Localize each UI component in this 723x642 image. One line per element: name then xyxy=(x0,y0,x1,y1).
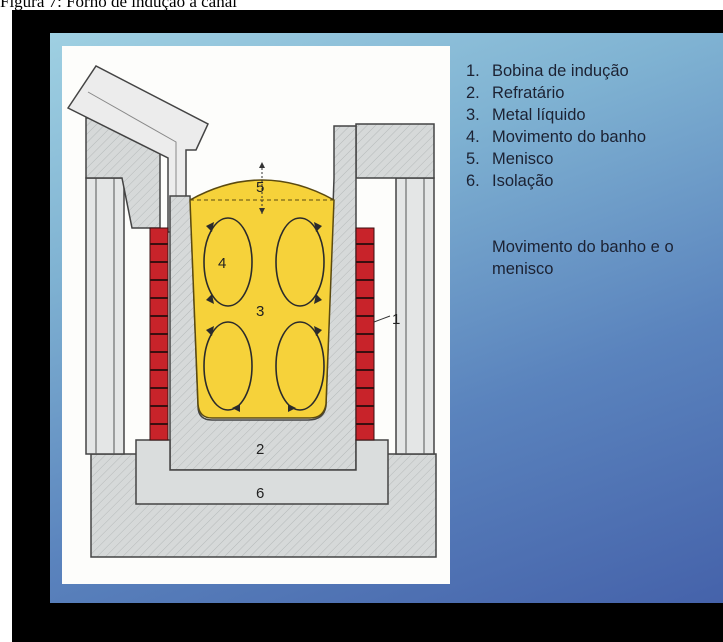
liquid-metal xyxy=(189,179,335,419)
legend-item: 1.Bobina de indução xyxy=(466,62,629,80)
flow-loop-top-left xyxy=(203,217,253,307)
flow-arrow xyxy=(232,404,240,412)
label-meniscus: 5 xyxy=(256,179,264,196)
flow-loop-bottom-left xyxy=(203,321,253,411)
flow-arrow xyxy=(314,222,322,232)
label-metal: 3 xyxy=(256,303,264,320)
legend-item: 5.Menisco xyxy=(466,150,554,168)
outer-wall-left xyxy=(85,177,125,455)
label-refractory: 2 xyxy=(256,441,264,458)
flow-loop-bottom-right xyxy=(275,321,325,411)
pouring-spout xyxy=(66,65,209,233)
legend-item: 4.Movimento do banho xyxy=(466,128,647,146)
label-insulation: 6 xyxy=(256,485,264,502)
flow-arrow xyxy=(314,294,322,304)
outer-wall-right xyxy=(395,177,435,455)
legend-note: Movimento do banho e o menisco xyxy=(492,238,674,278)
flow-arrow xyxy=(288,404,296,412)
refractory-lining xyxy=(169,125,357,471)
label-movement: 4 xyxy=(218,255,226,272)
legend-list: 1.Bobina de indução 2.Refratário 3.Metal… xyxy=(466,60,716,192)
top-block-right xyxy=(355,123,435,179)
legend-item: 2.Refratário xyxy=(466,84,565,102)
flow-arrow xyxy=(206,222,214,232)
legend-item: 6.Isolação xyxy=(466,172,554,190)
legend-item: 3.Metal líquido xyxy=(466,106,586,124)
flow-loop-top-right xyxy=(275,217,325,307)
figure-caption: Figura 7: Forno de indução a canal xyxy=(0,0,237,11)
label-coil: 1 xyxy=(392,311,400,328)
flow-arrow xyxy=(206,294,214,304)
flow-arrow xyxy=(314,326,322,336)
flow-arrow xyxy=(206,326,214,336)
